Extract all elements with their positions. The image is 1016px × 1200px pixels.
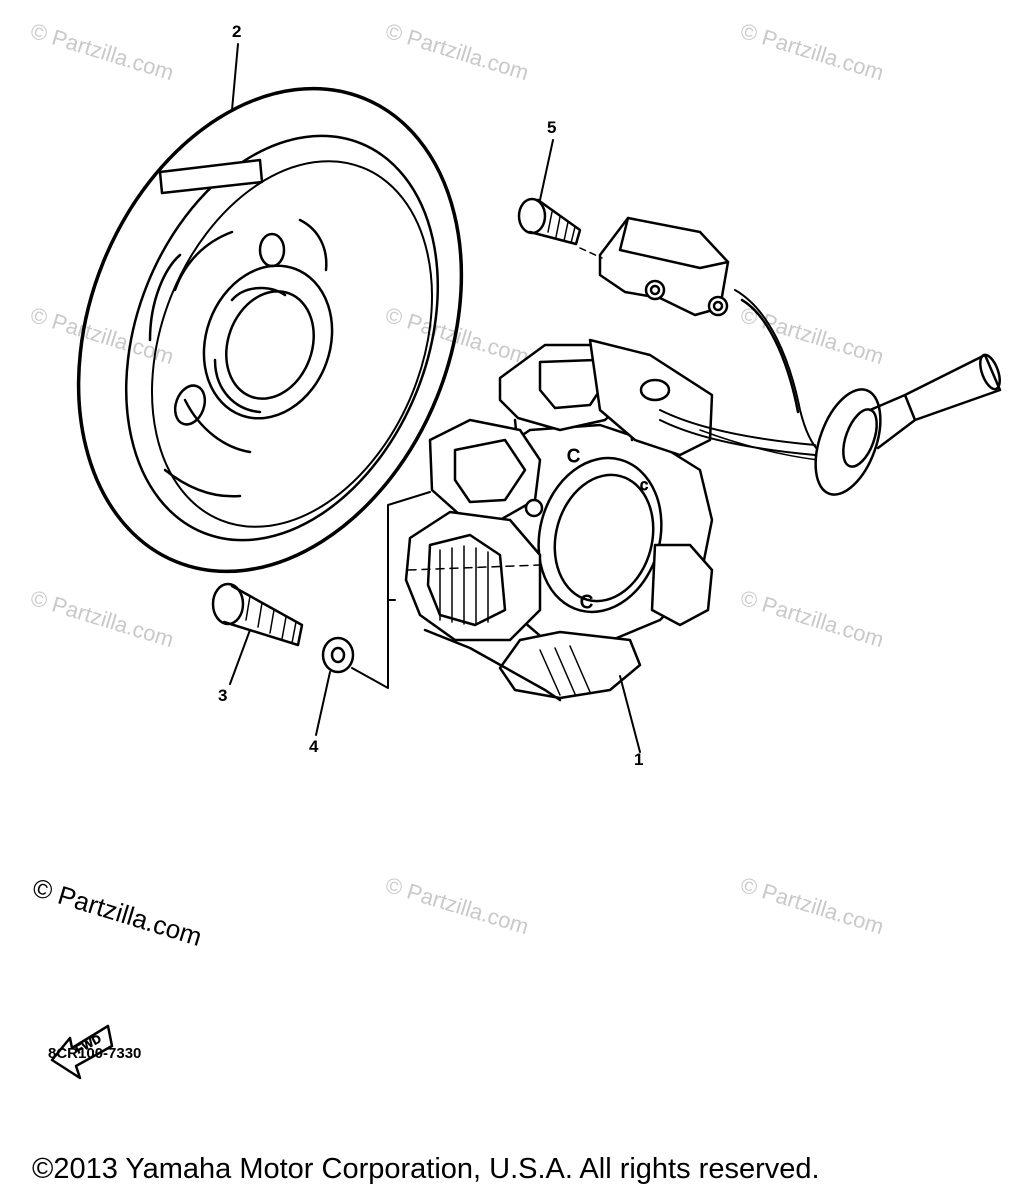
svg-text:C: C xyxy=(580,592,593,612)
rotor-part xyxy=(76,86,464,574)
callout-4: 4 xyxy=(309,737,319,756)
screw-part-5 xyxy=(517,197,603,259)
copyright-notice: ©2013 Yamaha Motor Corporation, U.S.A. A… xyxy=(32,1153,820,1185)
leader-lines xyxy=(229,43,641,753)
svg-text:c: c xyxy=(640,477,648,494)
callout-3: 3 xyxy=(218,686,228,705)
wire-grommet xyxy=(814,353,1002,496)
stator-part: C c C xyxy=(404,338,819,702)
bolt-part-3 xyxy=(211,582,304,647)
assembly-line xyxy=(351,491,431,689)
callout-5: 5 xyxy=(547,118,557,137)
diagram-part-code: 8CR100-7330 xyxy=(48,1045,142,1062)
pickup-coil xyxy=(598,216,821,453)
washer-part-4 xyxy=(321,636,355,674)
svg-text:C: C xyxy=(567,446,580,466)
callout-2: 2 xyxy=(232,22,242,41)
callout-1: 1 xyxy=(634,750,644,769)
